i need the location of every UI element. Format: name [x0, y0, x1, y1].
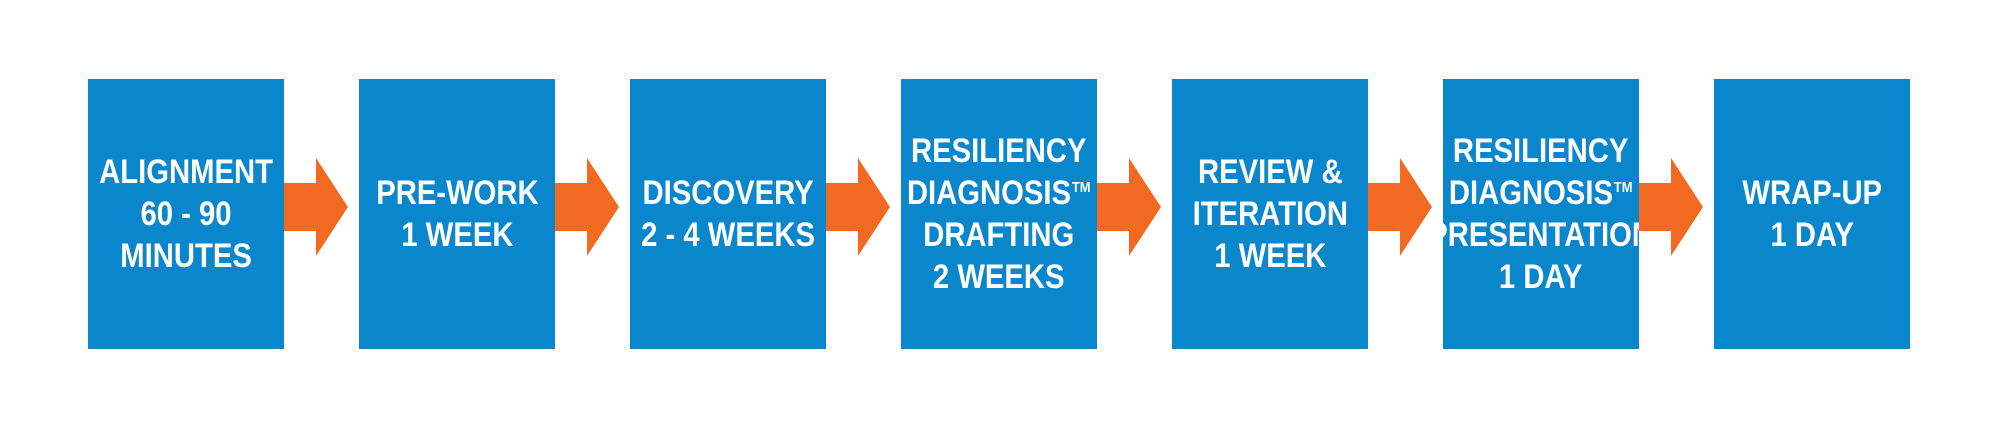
arrow-right-icon: [555, 158, 619, 256]
step-alignment-line-1: ALIGNMENT: [99, 153, 273, 191]
step-diagnosis-drafting-line-1: RESILIENCY: [911, 132, 1087, 170]
arrow-right-icon: [1097, 158, 1161, 256]
step-diagnosis-drafting-line-2: DIAGNOSISTM: [907, 174, 1091, 212]
step-diagnosis-presentation-line-4: 1 DAY: [1499, 258, 1583, 296]
step-review-iteration-line-3: 1 WEEK: [1213, 237, 1327, 275]
step-wrap-up-line-1: WRAP-UP: [1742, 174, 1882, 212]
arrow-right-icon: [1639, 158, 1703, 256]
step-review-iteration: REVIEW & ITERATION 1 WEEK: [1172, 79, 1368, 349]
step-review-iteration-line-2: ITERATION: [1192, 195, 1348, 233]
arrow-right-icon: [284, 158, 348, 256]
step-review-iteration-line-1: REVIEW &: [1197, 153, 1343, 191]
step-alignment-line-3: MINUTES: [120, 237, 252, 275]
step-diagnosis-drafting-line-4: 2 WEEKS: [933, 258, 1065, 296]
step-diagnosis-presentation: RESILIENCY DIAGNOSISTM PRESENTATION 1 DA…: [1429, 79, 1653, 349]
step-diagnosis-presentation-line-2: DIAGNOSISTM: [1449, 174, 1633, 212]
step-discovery-line-2: 2 - 4 WEEKS: [641, 216, 815, 254]
trademark-mark: TM: [1614, 178, 1633, 196]
step-diagnosis-drafting-line-3: DRAFTING: [923, 216, 1075, 254]
step-alignment: ALIGNMENT 60 - 90 MINUTES: [88, 79, 284, 349]
step-diagnosis-presentation-line-1: RESILIENCY: [1453, 132, 1629, 170]
step-diagnosis-presentation-line-3: PRESENTATION: [1428, 216, 1654, 254]
step-alignment-line-2: 60 - 90: [140, 195, 232, 233]
trademark-mark: TM: [1072, 178, 1091, 196]
step-pre-work-line-1: PRE-WORK: [375, 174, 539, 212]
step-wrap-up-line-2: 1 DAY: [1770, 216, 1854, 254]
step-pre-work: PRE-WORK 1 WEEK: [359, 79, 555, 349]
step-pre-work-line-2: 1 WEEK: [400, 216, 514, 254]
step-diagnosis-drafting: RESILIENCY DIAGNOSISTM DRAFTING 2 WEEKS: [901, 79, 1097, 349]
step-discovery-line-1: DISCOVERY: [642, 174, 814, 212]
arrow-right-icon: [1368, 158, 1432, 256]
arrow-right-icon: [826, 158, 890, 256]
step-discovery: DISCOVERY 2 - 4 WEEKS: [630, 79, 826, 349]
step-wrap-up: WRAP-UP 1 DAY: [1714, 79, 1910, 349]
